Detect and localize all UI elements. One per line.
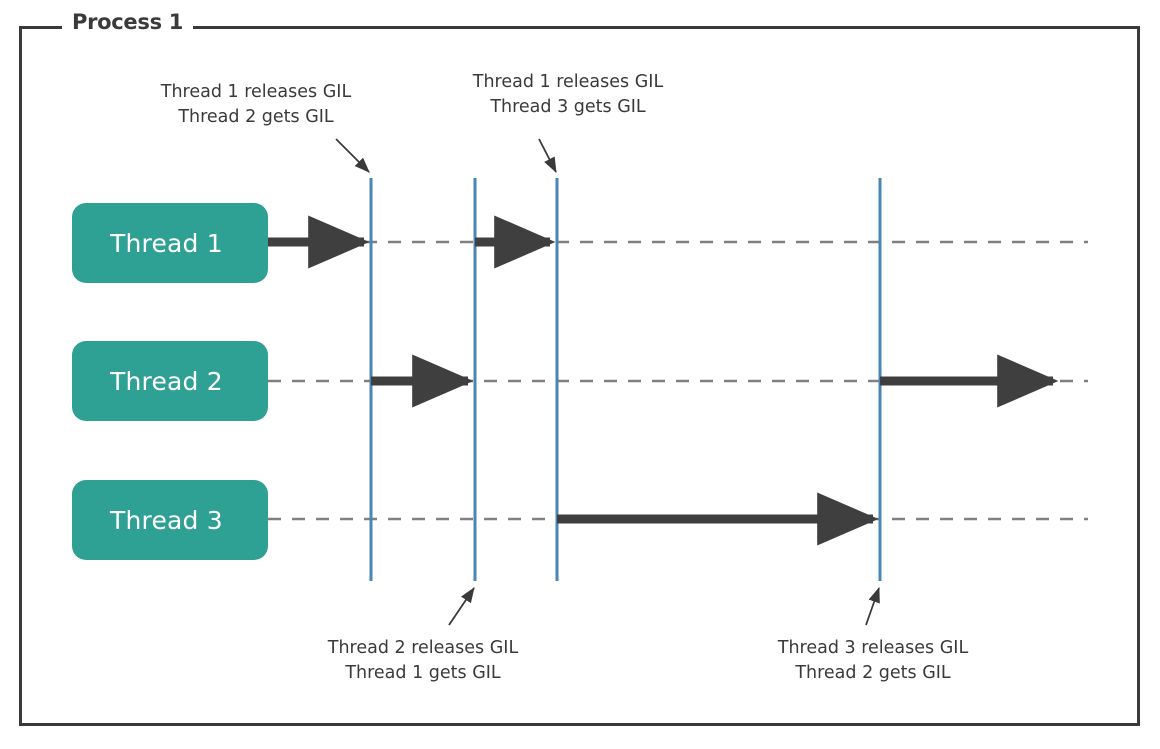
annotation-bottom-left: Thread 2 releases GIL Thread 1 gets GIL <box>312 636 534 687</box>
annotation-top-left-line2: Thread 2 gets GIL <box>178 107 334 128</box>
thread-label-1: Thread 1 <box>110 228 223 258</box>
thread-label-2: Thread 2 <box>110 366 223 396</box>
annotation-top-left-line1: Thread 1 releases GIL <box>160 82 352 102</box>
annotation-bottom-left-line2: Thread 1 gets GIL <box>345 663 501 684</box>
pointer-arrow-top-right <box>538 138 557 173</box>
pointer-arrow-bottom-left <box>448 587 475 626</box>
pointer-arrow-bottom-right <box>865 586 880 626</box>
thread-box-3: Thread 3 <box>72 480 268 560</box>
annotation-bottom-right-line1: Thread 3 releases GIL <box>777 638 969 658</box>
annotation-bottom-left-line1: Thread 2 releases GIL <box>327 638 519 658</box>
annotation-bottom-right-line2: Thread 2 gets GIL <box>795 663 951 684</box>
annotation-top-left: Thread 1 releases GIL Thread 2 gets GIL <box>148 80 364 131</box>
process-title: Process 1 <box>62 10 194 34</box>
annotation-bottom-right: Thread 3 releases GIL Thread 2 gets GIL <box>762 636 984 687</box>
thread-label-3: Thread 3 <box>110 505 223 535</box>
process-frame <box>19 26 1140 726</box>
pointer-arrow-top-left <box>335 138 370 173</box>
annotation-top-right-line1: Thread 1 releases GIL <box>472 72 664 92</box>
thread-box-1: Thread 1 <box>72 203 268 283</box>
annotation-top-right-line2: Thread 3 gets GIL <box>490 97 646 118</box>
annotation-top-right: Thread 1 releases GIL Thread 3 gets GIL <box>460 70 676 121</box>
thread-box-2: Thread 2 <box>72 341 268 421</box>
